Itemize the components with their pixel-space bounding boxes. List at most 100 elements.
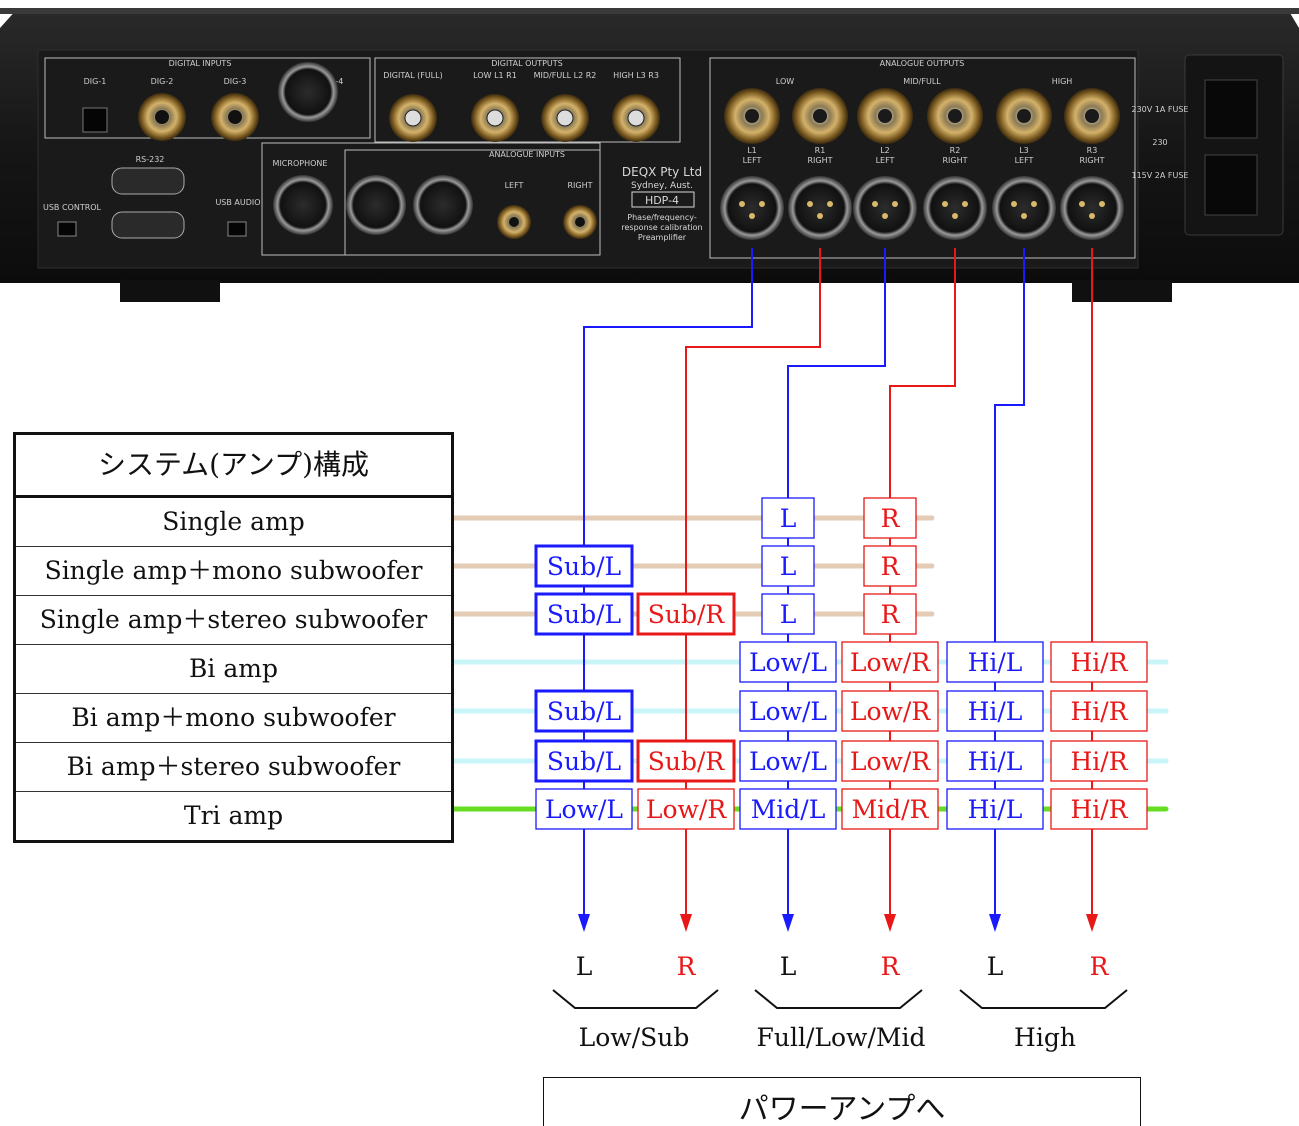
xlr-pin [759,201,765,207]
channel-box-label: Low/L [545,795,623,824]
channel-box [637,788,735,830]
coax-input-pin [155,110,169,124]
arrow-head [782,914,794,932]
channel-box [636,739,736,783]
output-group-label: Low/Sub [579,1023,690,1052]
xlr-pin [749,213,755,219]
xlr-output-jack [788,176,852,240]
channel-box [946,641,1044,683]
usb-audio-label: USB AUDIO [215,198,260,207]
rs232-port [111,167,185,195]
xlr-pin [1011,201,1017,207]
output-channel-label: R [677,952,697,981]
channel-box [841,641,939,683]
channel-box-label: R [881,600,901,629]
xlr-pin [892,201,898,207]
brand-model: HDP-4 [645,194,679,207]
channel-box [636,592,736,636]
output-channel-label: R [881,952,901,981]
channel-box-label: Hi/R [1070,697,1128,726]
fuse-label: 115V 2A FUSE [1132,171,1189,180]
coax-output-pin [627,109,645,127]
rca-output-pin [745,109,759,123]
analogue-output-side: RIGHT [942,156,967,165]
xlr-digital-input [278,62,338,122]
channel-box [534,544,634,588]
rca-input-pin [575,217,585,227]
brand-company: DEQX Pty Ltd [622,165,702,179]
analogue-output-channel: R1 [815,146,826,155]
xlr-analogue-input [346,175,406,235]
channel-box-label: Hi/L [968,697,1023,726]
channel-box [863,593,917,635]
fuse-label: 230V 1A FUSE [1132,105,1189,114]
panel-section-frame [44,57,371,139]
to-power-amp-box: パワーアンプへ [543,1077,1141,1126]
channel-box-label: Sub/R [648,747,726,776]
channel-box [739,690,837,732]
channel-box [534,689,634,733]
channel-box [946,690,1044,732]
output-channel-label: L [576,952,593,981]
analogue-output-side: RIGHT [807,156,832,165]
power-switch[interactable] [1204,79,1258,139]
microphone-label: MICROPHONE [273,159,328,168]
config-row: Bi amp [16,645,451,694]
xlr-output-jack [853,176,917,240]
usb-control-label: USB CONTROL [43,203,102,212]
arrow-head [884,914,896,932]
config-row: Bi amp＋stereo subwoofer [16,743,451,792]
channel-box [1050,788,1148,830]
brand-location: Sydney, Aust. [631,181,693,191]
analogue-output-side: LEFT [876,156,895,165]
rca-output-pin [948,109,962,123]
rca-output-pin [1017,109,1031,123]
channel-box-label: R [881,504,901,533]
config-row: Bi amp＋mono subwoofer [16,694,451,743]
channel-box-label: Low/R [850,648,931,677]
arrow-head [680,914,692,932]
channel-box-label: Sub/R [648,600,726,629]
analogue-output-side: LEFT [1015,156,1034,165]
iec-power-inlet [1204,154,1258,216]
channel-box-label: Low/R [646,795,727,824]
analogue-output-channel: R3 [1087,146,1098,155]
xlr-analogue-input [413,175,473,235]
analogue-output-channel: L3 [1019,146,1029,155]
rca-output-pin [1085,109,1099,123]
channel-box [739,788,837,830]
digital-input-label: DIG-1 [84,77,107,86]
channel-box-label: Low/L [749,648,827,677]
foot-right [1072,280,1172,302]
xlr-output-jack [992,176,1056,240]
power-amp-label: パワーアンプへ [738,1092,946,1126]
analogue-input-left-label: LEFT [505,181,524,190]
brand-description: response calibration [621,223,702,232]
channel-box-label: L [780,552,797,581]
analogue-input-right-label: RIGHT [567,181,592,190]
panel-top-edge [0,8,1299,14]
analogue-output-group-label: LOW [776,77,794,86]
analogue-output-group-label: HIGH [1052,77,1073,86]
channel-box [841,690,939,732]
xlr-pin [1021,213,1027,219]
output-channel-label: L [780,952,797,981]
channel-box-label: Hi/R [1070,747,1128,776]
channel-box-label: Sub/L [547,747,621,776]
config-row: Single amp＋stereo subwoofer [16,596,451,645]
coax-output-pin [556,109,574,127]
digital-inputs-label: DIGITAL INPUTS [169,59,232,68]
fuse-label: 230 [1152,138,1167,147]
xlr-pin [872,201,878,207]
output-channel-label: R [1090,952,1110,981]
output-group-label: High [1014,1023,1076,1052]
xlr-pin [827,201,833,207]
xlr-pin [1031,201,1037,207]
channel-box-label: Mid/R [852,795,930,824]
coax-output-pin [486,109,504,127]
analogue-output-side: LEFT [743,156,762,165]
channel-box-label: Hi/R [1070,795,1128,824]
